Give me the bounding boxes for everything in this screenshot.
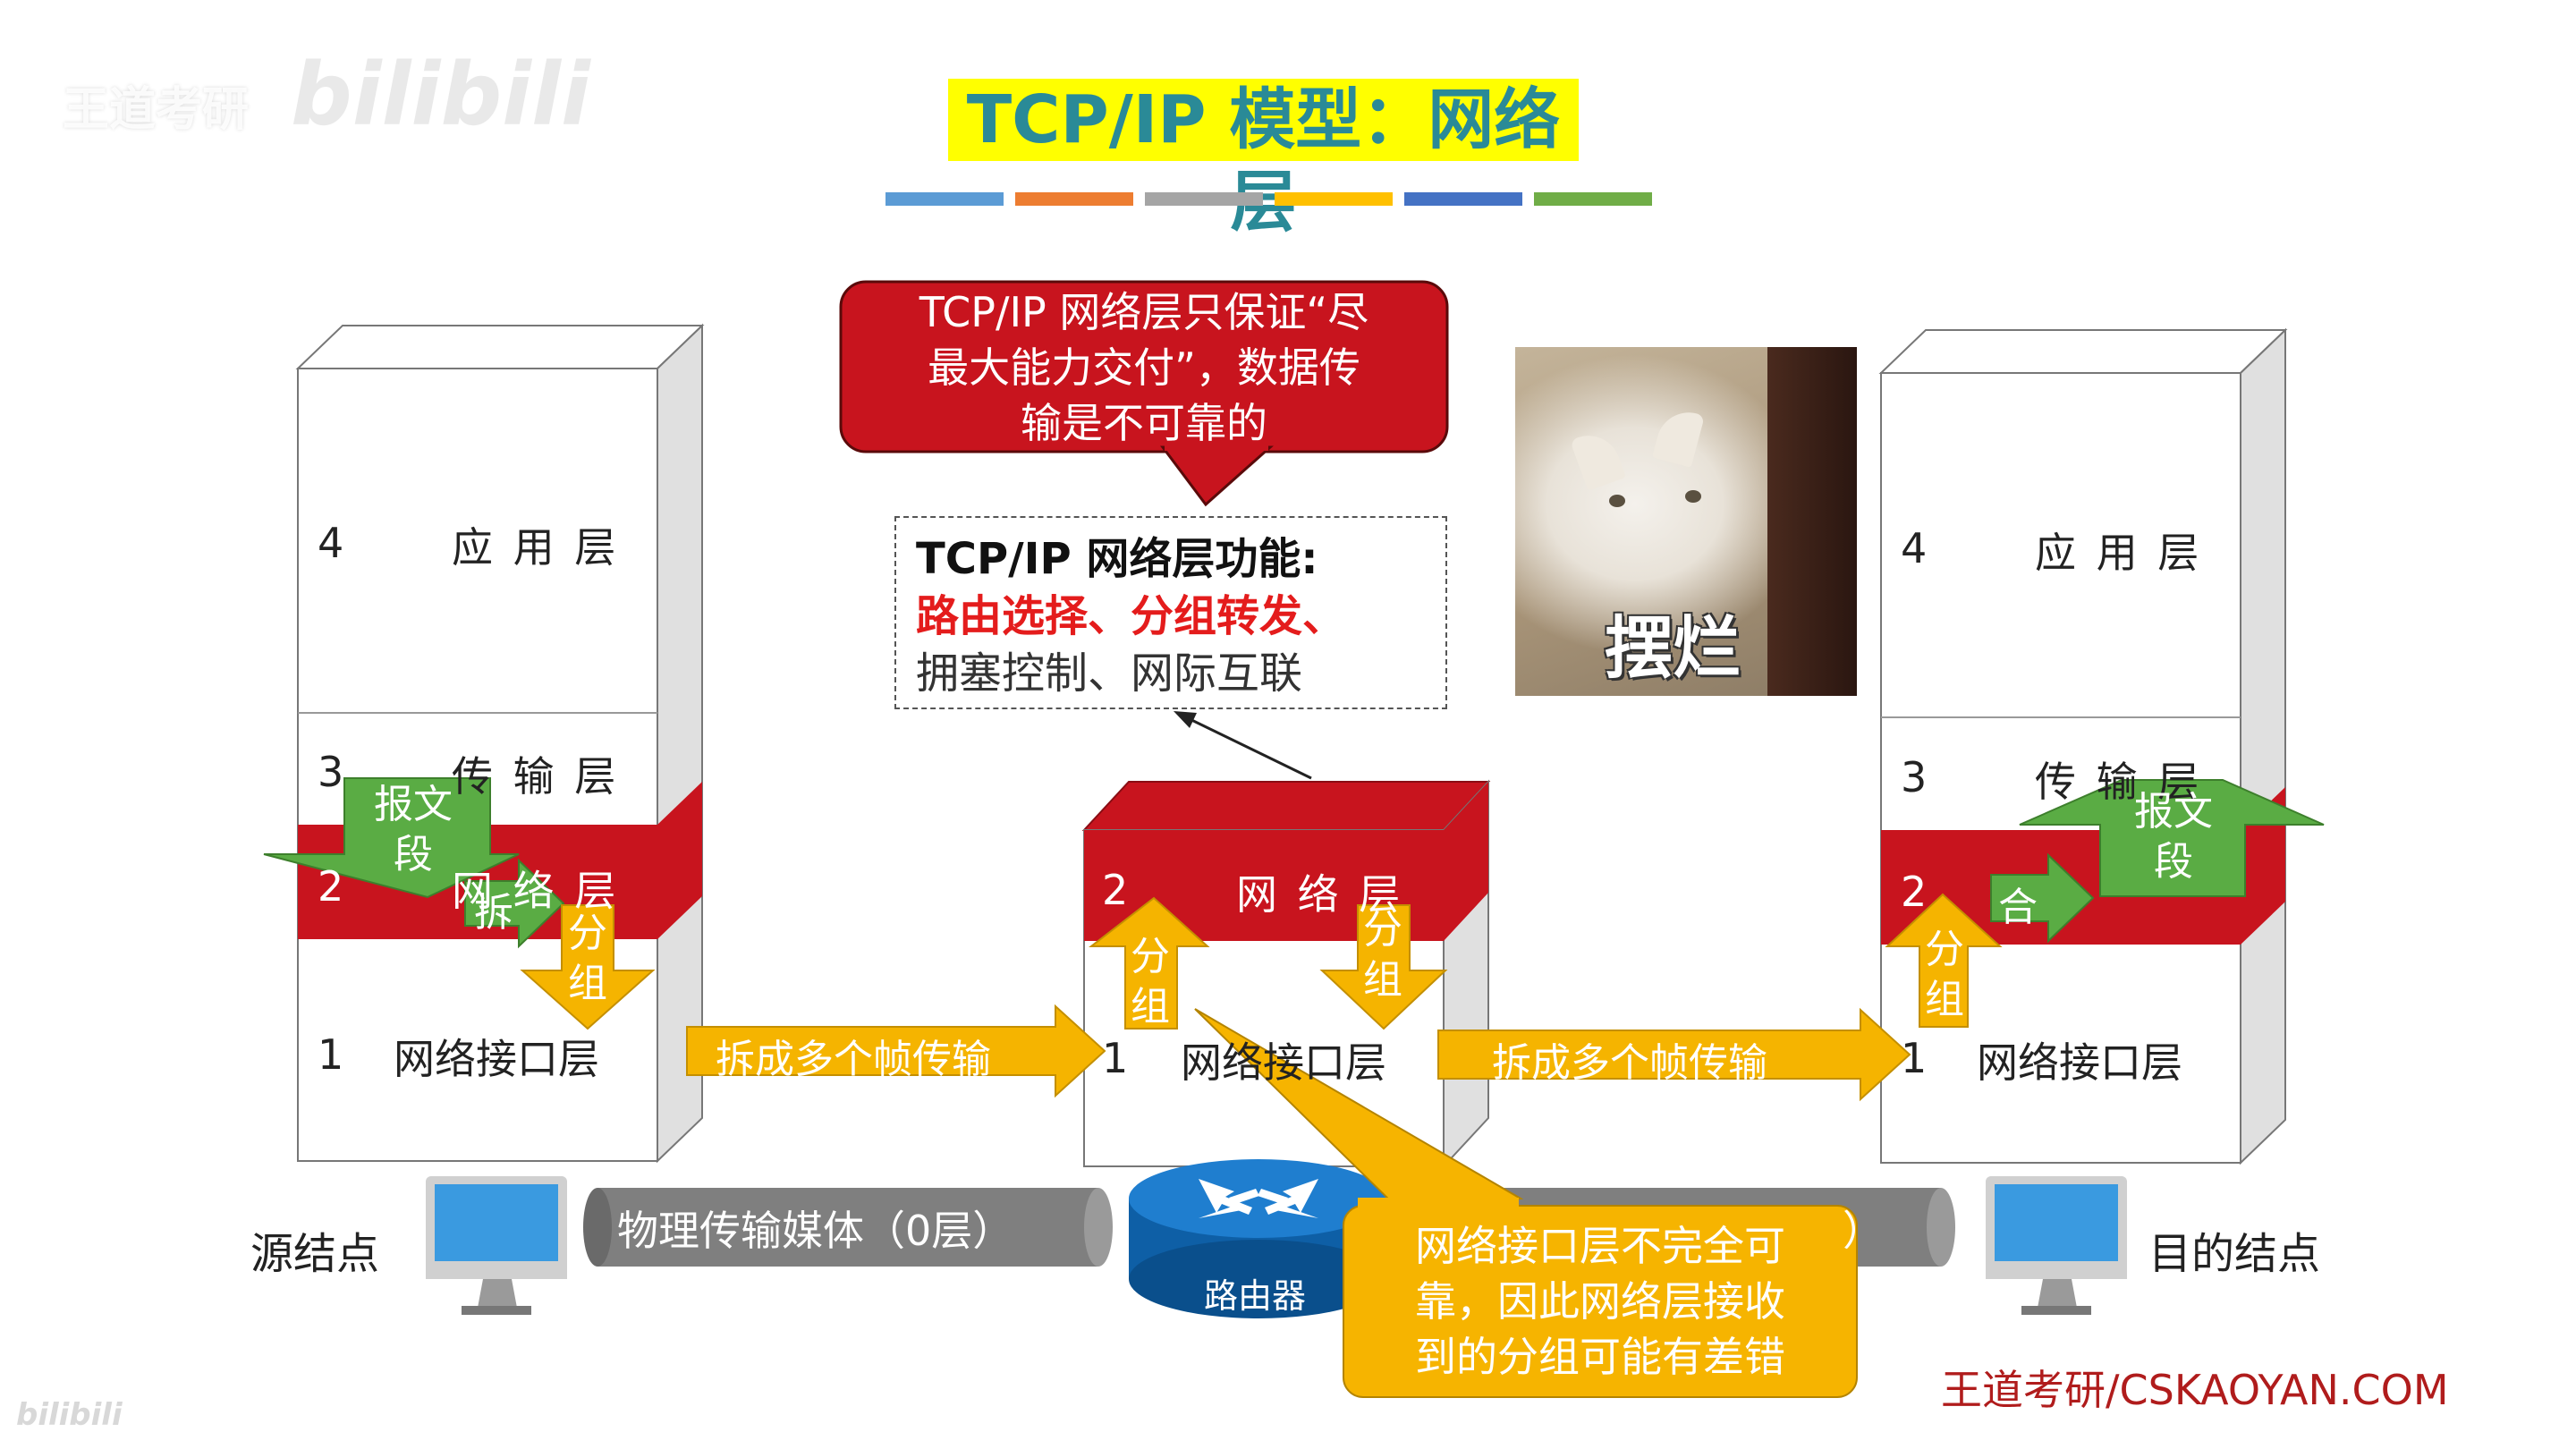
merge-label: 合 — [1998, 885, 2038, 930]
footer-brand: 王道考研/CSKAOYAN.COM — [1941, 1366, 2449, 1414]
meme-caption: 摆烂 — [1605, 608, 1741, 688]
function-line-primary: 路由选择、分组转发、 — [916, 591, 1346, 641]
layer-label-application: 应 用 层 — [2035, 529, 2203, 577]
layer-label-network: 网 络 层 — [1236, 870, 1404, 919]
segment-label-part: 报文 — [2134, 789, 2213, 835]
color-bar — [1404, 192, 1522, 206]
layer-label-network: 网 络 层 — [452, 867, 620, 915]
packet-up-arrow-dest — [1885, 893, 2003, 1028]
segment-label-source: 报文 段 — [369, 780, 458, 880]
layer-number: 1 — [318, 1030, 344, 1079]
function-heading: TCP/IP 网络层功能: — [916, 534, 1318, 584]
layer-number: 4 — [318, 519, 344, 567]
medium-cylinder-left — [583, 1188, 1113, 1267]
yellow-callout-text: 网络接口层不完全可 靠，因此网络层接收 到的分组可能有差错 — [1343, 1218, 1857, 1385]
segment-label-dest: 报文 段 — [2129, 787, 2218, 887]
packet-label-part: 组 — [568, 961, 607, 1006]
layer-number: 3 — [1901, 753, 1928, 801]
bilibili-logo-small: bilibili — [16, 1397, 123, 1433]
layer-label-link: 网络接口层 — [394, 1035, 599, 1083]
split-arrow — [464, 858, 565, 949]
layer-number: 1 — [1102, 1034, 1129, 1082]
layer-number: 2 — [1102, 866, 1129, 914]
packet-label-part: 分 — [1131, 934, 1170, 979]
segment-label-part: 段 — [2154, 839, 2193, 885]
layer-label-application: 应 用 层 — [452, 523, 620, 572]
computer-icon-dest — [1986, 1176, 2127, 1315]
router-icon — [1129, 1159, 1388, 1318]
segment-label-part: 段 — [394, 832, 433, 877]
packet-label-source: 分 组 — [568, 909, 613, 1009]
packet-label-router-up: 分 组 — [1131, 932, 1175, 1032]
color-bar — [1275, 192, 1393, 206]
frames-label-left: 拆成多个帧传输 — [716, 1037, 991, 1082]
packet-label-part: 分 — [1363, 907, 1402, 953]
yellow-callout — [1194, 1008, 1858, 1398]
layer-label-link: 网络接口层 — [1977, 1038, 2182, 1087]
segment-label-part: 报文 — [374, 782, 453, 827]
color-bar-group — [886, 192, 1652, 206]
router-label: 路由器 — [1204, 1276, 1307, 1316]
frames-arrow-right — [1437, 1007, 1911, 1102]
pointer-line — [1182, 714, 1312, 780]
pointer-arrowhead — [1174, 711, 1197, 728]
color-bar — [1145, 192, 1263, 206]
red-callout — [839, 280, 1449, 507]
medium-label-tail: ） — [1843, 1207, 1884, 1255]
computer-icon-source — [426, 1176, 567, 1315]
dest-node-label: 目的结点 — [2148, 1229, 2321, 1279]
layer-number: 1 — [1901, 1034, 1928, 1082]
frames-arrow-left — [686, 1004, 1106, 1098]
color-bar — [886, 192, 1004, 206]
yellow-callout-line: 网络接口层不完全可 — [1415, 1222, 1785, 1270]
layer-label-transport: 传 输 层 — [2035, 758, 2203, 806]
red-callout-line: TCP/IP 网络层只保证“尽 — [919, 288, 1369, 336]
color-bar — [1015, 192, 1133, 206]
bilibili-logo: bilibili — [291, 45, 590, 145]
split-label: 拆 — [474, 890, 513, 936]
color-bar — [1534, 192, 1652, 206]
segment-arrow-dest — [2019, 779, 2325, 897]
red-callout-line: 最大能力交付”，数据传 — [928, 343, 1360, 392]
frames-label-right: 拆成多个帧传输 — [1492, 1040, 1767, 1086]
source-node-label: 源结点 — [250, 1229, 380, 1279]
function-box: TCP/IP 网络层功能: 路由选择、分组转发、 拥塞控制、网际互联 — [894, 516, 1447, 709]
watermark-text: 王道考研 — [63, 83, 250, 137]
red-callout-text: TCP/IP 网络层只保证“尽 最大能力交付”，数据传 输是不可靠的 — [841, 284, 1447, 451]
cat-meme-image: 摆烂 — [1515, 347, 1857, 696]
layer-number: 3 — [318, 748, 344, 796]
packet-down-arrow-router — [1319, 904, 1448, 1030]
merge-arrow — [1990, 852, 2095, 944]
function-line-secondary: 拥塞控制、网际互联 — [916, 648, 1303, 699]
packet-label-part: 分 — [568, 911, 607, 956]
medium-label: 物理传输媒体（0层） — [617, 1207, 1014, 1255]
layer-number: 4 — [1901, 524, 1928, 572]
red-callout-line: 输是不可靠的 — [1021, 399, 1267, 447]
yellow-callout-line: 到的分组可能有差错 — [1415, 1333, 1785, 1381]
packet-label-part: 组 — [1925, 977, 1964, 1022]
layer-number: 2 — [318, 862, 344, 911]
segment-arrow-source — [263, 777, 520, 899]
layer-label-transport: 传 输 层 — [452, 752, 620, 801]
packet-label-part: 组 — [1363, 957, 1402, 1003]
page-title: TCP/IP 模型：网络层 — [948, 79, 1579, 241]
layer-label-link: 网络接口层 — [1181, 1038, 1386, 1087]
packet-down-arrow-source — [520, 904, 656, 1030]
packet-label-dest: 分 组 — [1925, 925, 1970, 1025]
packet-label-part: 分 — [1925, 927, 1964, 972]
packet-up-arrow-router — [1089, 896, 1210, 1030]
yellow-callout-line: 靠，因此网络层接收 — [1415, 1277, 1785, 1326]
packet-label-router-down: 分 组 — [1363, 905, 1408, 1005]
packet-label-part: 组 — [1131, 984, 1170, 1030]
layer-number: 2 — [1901, 868, 1928, 916]
